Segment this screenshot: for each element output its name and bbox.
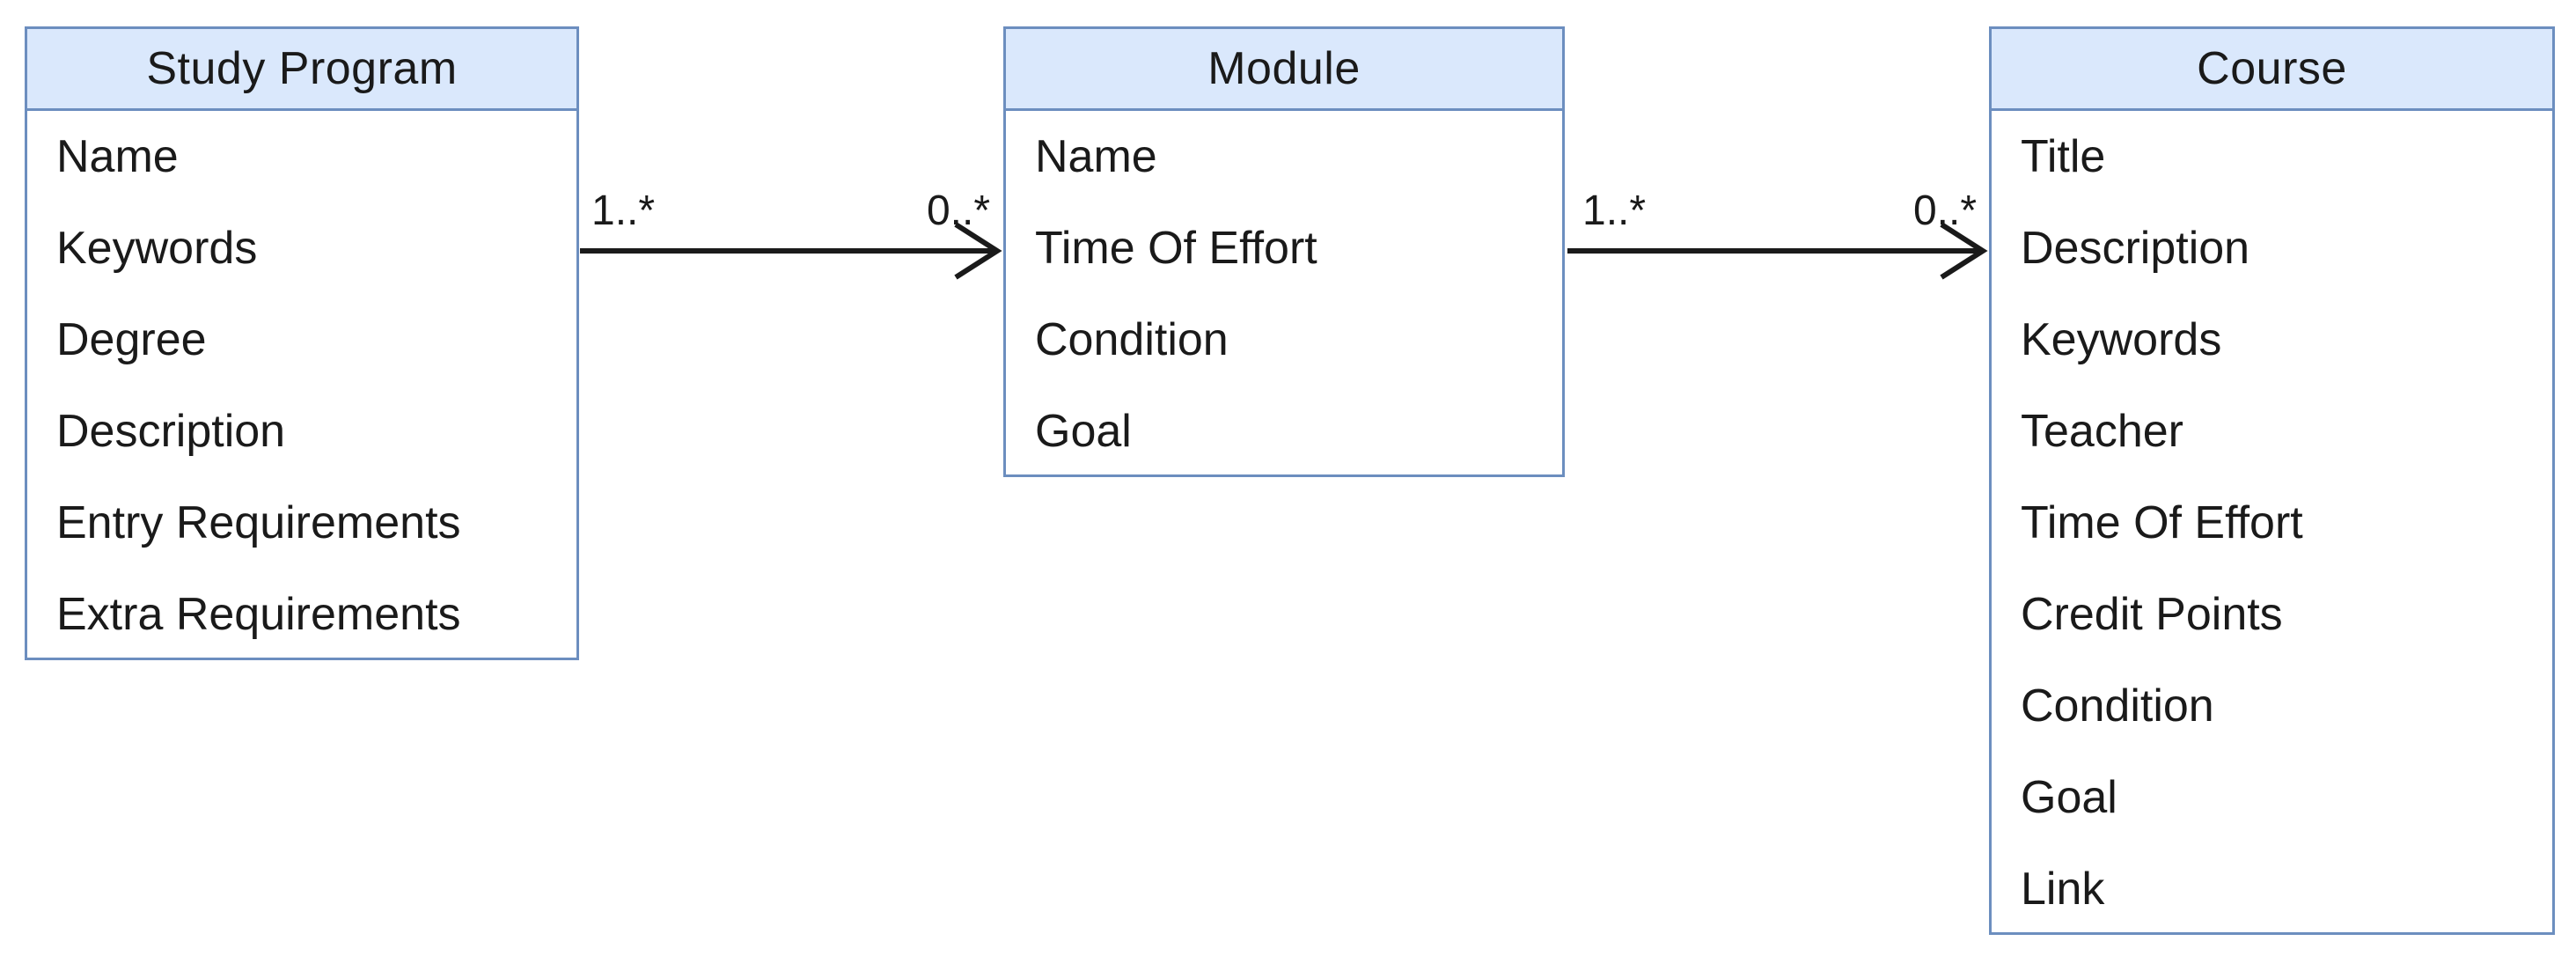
multiplicity-label-module-target-side: 0..* <box>926 188 990 234</box>
entity-attributes-course: Title Description Keywords Teacher Time … <box>1992 111 2552 935</box>
attribute-description: Description <box>2021 223 2250 274</box>
multiplicity-label-course-side: 0..* <box>1912 188 1977 234</box>
multiplicity-label-study-program-side: 1..* <box>591 188 656 234</box>
attribute-keywords: Keywords <box>2021 314 2222 365</box>
attribute-time-of-effort: Time Of Effort <box>1035 223 1317 274</box>
attribute-teacher: Teacher <box>2021 406 2183 457</box>
attribute-description: Description <box>56 406 286 457</box>
entity-title-study-program: Study Program <box>27 29 576 111</box>
entity-attributes-module: Name Time Of Effort Condition Goal <box>1006 111 1562 477</box>
attribute-link: Link <box>2021 864 2105 915</box>
entity-attributes-study-program: Name Keywords Degree Description Entry R… <box>27 111 576 660</box>
attribute-condition: Condition <box>1035 314 1229 365</box>
attribute-name: Name <box>1035 131 1157 182</box>
attribute-extra-requirements: Extra Requirements <box>56 589 461 640</box>
multiplicity-label-module-source-side: 1..* <box>1582 188 1647 234</box>
entity-title-module: Module <box>1006 29 1562 111</box>
attribute-credit-points: Credit Points <box>2021 589 2283 640</box>
attribute-degree: Degree <box>56 314 207 365</box>
attribute-goal: Goal <box>1035 406 1132 457</box>
entity-module: Module Name Time Of Effort Condition Goa… <box>1003 26 1565 477</box>
attribute-entry-requirements: Entry Requirements <box>56 497 461 548</box>
attribute-name: Name <box>56 131 179 182</box>
entity-title-course: Course <box>1992 29 2552 111</box>
attribute-condition: Condition <box>2021 680 2214 732</box>
entity-course: Course Title Description Keywords Teache… <box>1989 26 2555 935</box>
attribute-keywords: Keywords <box>56 223 258 274</box>
attribute-time-of-effort: Time Of Effort <box>2021 497 2303 548</box>
attribute-title: Title <box>2021 131 2106 182</box>
entity-study-program: Study Program Name Keywords Degree Descr… <box>25 26 579 660</box>
attribute-goal: Goal <box>2021 772 2117 823</box>
